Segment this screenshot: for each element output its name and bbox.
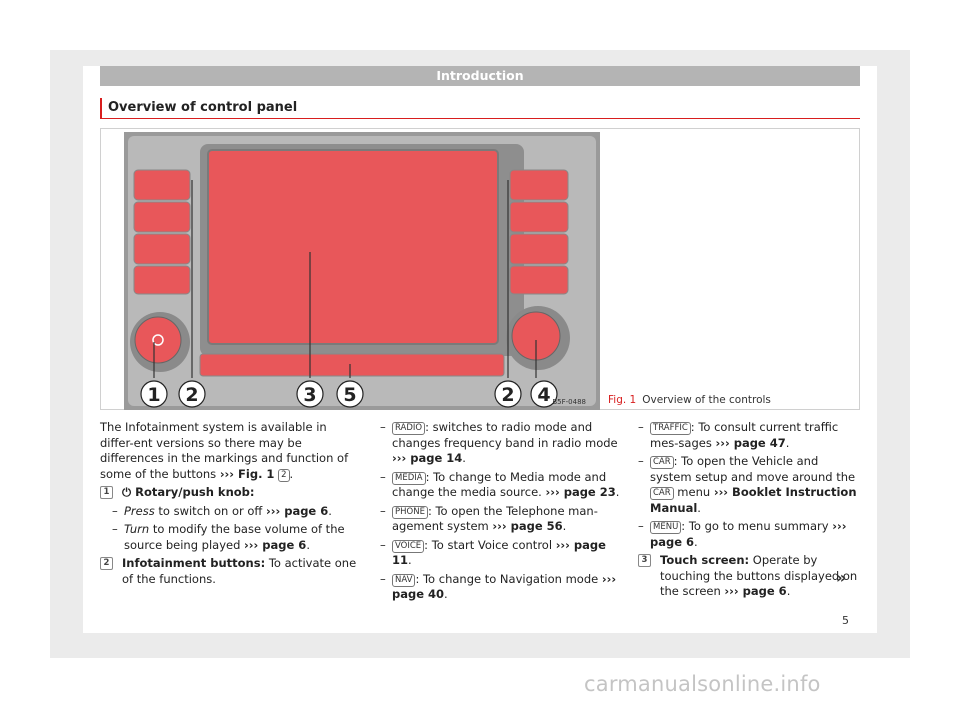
touch-screen (207, 149, 499, 345)
callout-1: 1 (147, 384, 160, 406)
figure-reference[interactable]: ››› Fig. 1 (219, 466, 275, 481)
page-reference[interactable]: ››› page 6 (265, 503, 329, 518)
power-icon (152, 334, 164, 346)
callout-2-right: 2 (501, 384, 514, 406)
radio-item: RADIO: switches to radio mode and change… (380, 420, 620, 467)
page-reference[interactable]: ››› page 6 (724, 584, 787, 598)
item-touch-screen: 3 Touch screen: Operate by touching the … (638, 553, 858, 600)
item-rotary-knob: 1 ⏻ Rotary/push knob: (100, 485, 360, 501)
left-button-4 (133, 265, 191, 295)
figure-caption: Fig. 1 Overview of the controls (608, 394, 771, 406)
right-button-4 (509, 265, 569, 295)
right-button-3 (509, 233, 569, 265)
page-number: 5 (842, 614, 849, 627)
phone-item: PHONE: To open the Telephone man-agement… (380, 504, 620, 535)
bottom-button-bar (199, 353, 505, 377)
right-buttons (509, 169, 569, 295)
page-reference[interactable]: ››› page 6 (244, 537, 307, 552)
media-item: MEDIA: To change to Media mode and chang… (380, 470, 620, 501)
image-code: B5F-0488 (552, 398, 586, 406)
callout-4: 4 (537, 384, 550, 406)
page-reference[interactable]: ››› page 56 (492, 519, 563, 533)
left-button-3 (133, 233, 191, 265)
item-title: ⏻ Rotary/push knob: (122, 485, 255, 499)
callout-3: 3 (303, 384, 316, 406)
car-key: CAR (650, 456, 674, 469)
menu-item: MENU: To go to menu summary ››› page 6. (638, 519, 858, 550)
press-instruction: Press to switch on or off ››› page 6. (100, 504, 360, 520)
voice-item: VOICE: To start Voice control ››› page 1… (380, 538, 620, 569)
media-key: MEDIA (392, 471, 426, 485)
turn-instruction: Turn to modify the base volume of the so… (100, 522, 360, 553)
callout-2-left: 2 (185, 384, 198, 406)
page-reference[interactable]: ››› page 11 (392, 537, 606, 568)
left-button-2 (133, 201, 191, 233)
item-number-1: 1 (100, 486, 113, 499)
car-item: CAR: To open the Vehicle and system setu… (638, 454, 858, 516)
left-buttons (133, 169, 191, 295)
radio-key: RADIO (392, 422, 426, 435)
page-reference[interactable]: ››› page 6 (650, 519, 847, 549)
car-key-inline: CAR (650, 487, 674, 500)
item-number-3: 3 (638, 554, 651, 567)
right-button-1 (509, 169, 569, 201)
left-knob (134, 316, 182, 364)
traffic-key: TRAFFIC (650, 422, 691, 435)
inline-number-badge: 2 (278, 468, 290, 482)
text-column-1: The Infotainment system is available in … (100, 420, 360, 590)
title-accent-bar (100, 98, 102, 118)
phone-key: PHONE (392, 505, 428, 519)
booklet-reference[interactable]: ››› Booklet Instruction Manual (650, 485, 857, 515)
nav-key: NAV (392, 573, 416, 587)
item-infotainment-buttons: 2 Infotainment buttons: To activate one … (100, 556, 360, 587)
page-reference[interactable]: ››› page 47 (715, 435, 786, 450)
left-button-1 (133, 169, 191, 201)
text-column-2: RADIO: switches to radio mode and change… (380, 420, 620, 606)
chapter-header: Introduction (100, 66, 860, 86)
page-reference[interactable]: ››› page 14 (392, 451, 463, 465)
section-title: Overview of control panel (108, 100, 298, 115)
intro-paragraph: The Infotainment system is available in … (100, 420, 349, 482)
right-button-2 (509, 201, 569, 233)
continue-marker: » (836, 568, 847, 587)
menu-key: MENU (650, 521, 682, 534)
item-number-2: 2 (100, 557, 113, 570)
watermark: carmanualsonline.info (584, 672, 821, 696)
page-reference[interactable]: ››› page 40 (392, 571, 617, 602)
callout-labels: 1 2 3 5 2 4 (140, 380, 558, 408)
figure-caption-text: Overview of the controls (642, 394, 771, 406)
figure-label: Fig. 1 (608, 394, 637, 406)
text-column-3: TRAFFIC: To consult current traffic mes-… (638, 420, 858, 603)
callout-5: 5 (343, 384, 356, 406)
voice-key: VOICE (392, 539, 425, 553)
nav-item: NAV: To change to Navigation mode ››› pa… (380, 572, 620, 603)
title-underline (100, 118, 860, 119)
control-panel-illustration: 1 2 3 5 2 4 B5F-0488 (124, 132, 600, 410)
callout-leaders (153, 180, 537, 378)
traffic-item: TRAFFIC: To consult current traffic mes-… (638, 420, 858, 451)
page-reference[interactable]: ››› page 23 (545, 485, 616, 499)
